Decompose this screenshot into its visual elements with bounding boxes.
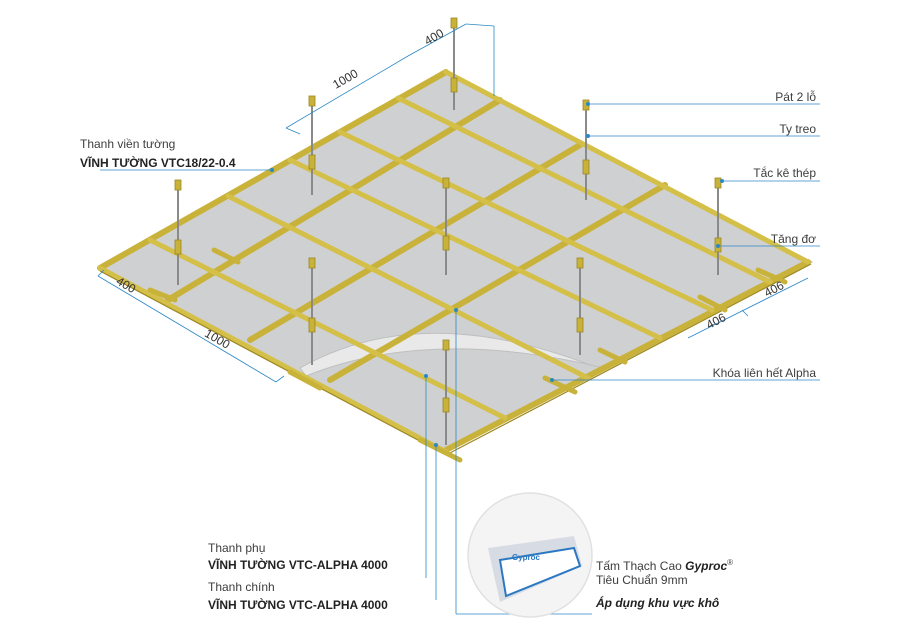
board-logo: Gyproc [512,553,541,562]
label-board-usage: Áp dụng khu vực khô [596,596,720,610]
board-brand: Gyproc [685,559,728,573]
dimension-lines [97,23,809,383]
label-tang-do: Tăng đơ [770,232,816,246]
label-main-tee-model: VĨNH TƯỜNG VTC-ALPHA 4000 [208,598,388,612]
label-board-title: Tấm Thạch Cao Gyproc® [596,556,733,573]
board-title-prefix: Tấm Thạch Cao [596,559,686,573]
label-khoa-lien-het: Khóa liên hết Alpha [712,366,816,380]
board-reg-mark: ® [727,558,734,567]
label-ty-treo: Ty treo [779,122,816,136]
label-wall-trim-model: VĨNH TƯỜNG VTC18/22-0.4 [80,156,236,170]
label-cross-tee-model: VĨNH TƯỜNG VTC-ALPHA 4000 [208,558,388,572]
label-tac-ke-thep: Tắc kê thép [753,166,816,180]
gypsum-board-sample: Gyproc [467,492,593,618]
label-cross-tee-title: Thanh phụ [208,541,266,555]
label-main-tee-title: Thanh chính [208,580,275,594]
label-board-standard: Tiêu Chuẩn 9mm [596,573,688,587]
hanger-rods [177,22,719,445]
label-wall-trim-title: Thanh viền tường [80,137,176,151]
label-pat-2-lo: Pát 2 lỗ [775,90,816,104]
leader-lines [100,103,820,615]
